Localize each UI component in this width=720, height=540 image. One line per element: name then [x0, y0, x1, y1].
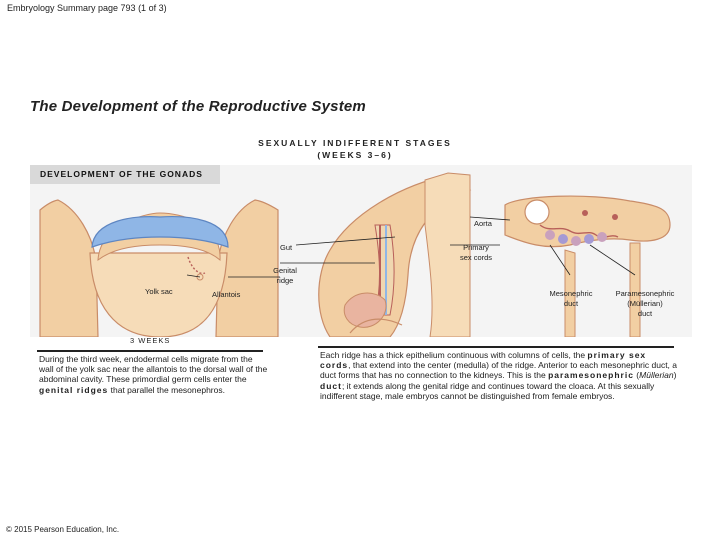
- label-paramesonephric-line3: duct: [637, 309, 653, 318]
- label-primary-sex-cords-line2: sex cords: [459, 253, 493, 262]
- page-title: The Development of the Reproductive Syst…: [30, 98, 366, 115]
- label-genital-ridge-line2: ridge: [276, 276, 294, 285]
- leader-lines: [186, 216, 636, 278]
- label-primary-sex-cords-line1: Primary: [463, 243, 489, 252]
- para-left-text-1: During the third week, endodermal cells …: [39, 354, 268, 385]
- term-primary-sex-cords: primary sex cords: [320, 350, 647, 371]
- embryo-3-weeks-drawing: [39, 199, 279, 337]
- divider-right: [318, 346, 674, 348]
- page-header: Embryology Summary page 793 (1 of 3): [7, 3, 167, 13]
- label-paramesonephric-line1: Paramesonephric: [615, 289, 675, 298]
- embryo-section-drawing: [318, 172, 472, 337]
- label-genital-ridge: Genital ridge: [268, 266, 302, 286]
- term-paramesonephric: paramesonephric: [548, 370, 634, 381]
- label-primary-sex-cords: Primary sex cords: [455, 243, 497, 263]
- para-right-text-3: (: [633, 370, 640, 381]
- label-paramesonephric-duct: Paramesonephric (Müllerian) duct: [610, 289, 680, 319]
- paragraph-genital-ridge: Each ridge has a thick epithelium contin…: [320, 350, 680, 401]
- label-mesonephric-line1: Mesonephric: [549, 289, 593, 298]
- label-allantois: Allantois: [212, 290, 241, 299]
- para-right-text-5: ; it extends along the genital ridge and…: [320, 380, 655, 401]
- genital-ridge-detail-drawing: [504, 195, 671, 337]
- label-aorta: Aorta: [474, 219, 492, 228]
- panel-label-bar: [30, 165, 220, 184]
- term-duct: duct: [320, 380, 342, 391]
- label-mesonephric-duct: Mesonephric duct: [540, 289, 602, 309]
- stage-weeks: (WEEKS 3–6): [317, 150, 393, 160]
- panel-label: DEVELOPMENT OF THE GONADS: [40, 169, 203, 179]
- label-gut: Gut: [280, 243, 293, 252]
- para-right-text-4: ): [673, 370, 677, 381]
- para-left-text-2: that parallel the mesonephros.: [108, 384, 225, 395]
- term-genital-ridges: genital ridges: [39, 384, 109, 395]
- para-right-text-2: , that extend into the center (medulla) …: [320, 360, 678, 381]
- paragraph-third-week: During the third week, endodermal cells …: [39, 354, 269, 395]
- term-mullerian: Müllerian: [639, 370, 674, 381]
- weeks-label: 3 WEEKS: [130, 336, 171, 345]
- label-genital-ridge-line1: Genital: [273, 266, 297, 275]
- gonad-development-illustration: [39, 172, 671, 337]
- label-mesonephric-line2: duct: [563, 299, 579, 308]
- divider-left: [37, 350, 263, 352]
- stage-heading: SEXUALLY INDIFFERENT STAGES: [258, 138, 452, 148]
- para-right-text-1: Each ridge has a thick epithelium contin…: [320, 350, 588, 360]
- label-yolk-sac: Yolk sac: [145, 287, 173, 296]
- copyright-notice: © 2015 Pearson Education, Inc.: [6, 525, 120, 534]
- label-paramesonephric-line2: (Müllerian): [627, 299, 663, 308]
